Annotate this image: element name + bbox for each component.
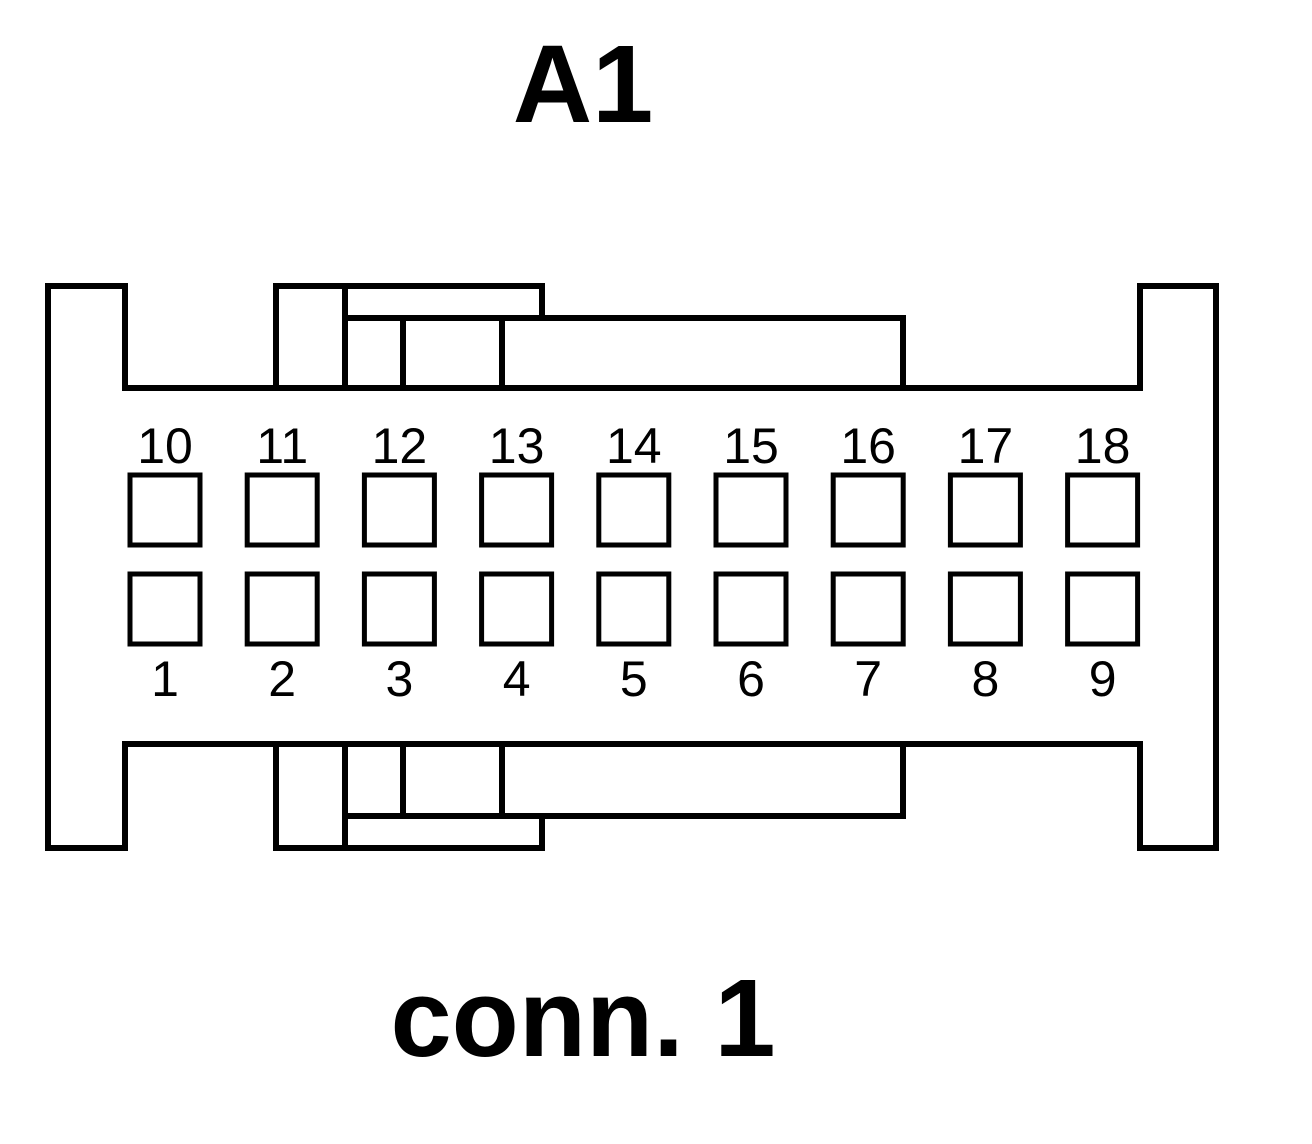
pin-row-bottom: 1 2 3 4 5 6 7 8 9 [127, 571, 1141, 707]
pin-socket [479, 472, 555, 548]
top-latch [273, 283, 906, 391]
pin-socket [947, 472, 1023, 548]
pin-number-label: 15 [723, 418, 779, 474]
pin-number-label: 8 [971, 651, 999, 707]
pin-socket [1065, 472, 1141, 548]
pin-number-label: 12 [372, 418, 428, 474]
pin-number-label: 5 [620, 651, 648, 707]
pin-number-label: 3 [385, 651, 413, 707]
pin-number-label: 17 [958, 418, 1014, 474]
pin-socket [244, 571, 320, 647]
pin-socket [713, 472, 789, 548]
connector-id-label: A1 [513, 23, 654, 146]
pin-number-label: 11 [256, 418, 308, 474]
pin-number-label: 1 [151, 651, 179, 707]
pin-socket [830, 571, 906, 647]
connector-housing [45, 283, 1219, 851]
pin-socket [947, 571, 1023, 647]
pin-socket [361, 472, 437, 548]
pin-number-label: 9 [1089, 651, 1117, 707]
bottom-latch [273, 741, 906, 851]
pin-number-label: 13 [489, 418, 545, 474]
pin-row-top: 10 11 12 13 14 15 16 17 18 [127, 418, 1141, 548]
pin-number-label: 6 [737, 651, 765, 707]
pin-socket [1065, 571, 1141, 647]
pin-number-label: 16 [840, 418, 896, 474]
pin-socket [596, 571, 672, 647]
pin-socket [596, 472, 672, 548]
pin-socket [244, 472, 320, 548]
pin-socket [127, 571, 203, 647]
pin-number-label: 7 [854, 651, 882, 707]
pin-socket [127, 472, 203, 548]
pin-number-label: 10 [137, 418, 193, 474]
connector-name-label: conn. 1 [390, 957, 775, 1080]
pin-socket [830, 472, 906, 548]
pin-socket [713, 571, 789, 647]
pin-socket [479, 571, 555, 647]
pin-number-label: 18 [1075, 418, 1131, 474]
pin-number-label: 4 [503, 651, 531, 707]
pin-number-label: 2 [268, 651, 296, 707]
pin-socket [361, 571, 437, 647]
pin-number-label: 14 [606, 418, 662, 474]
